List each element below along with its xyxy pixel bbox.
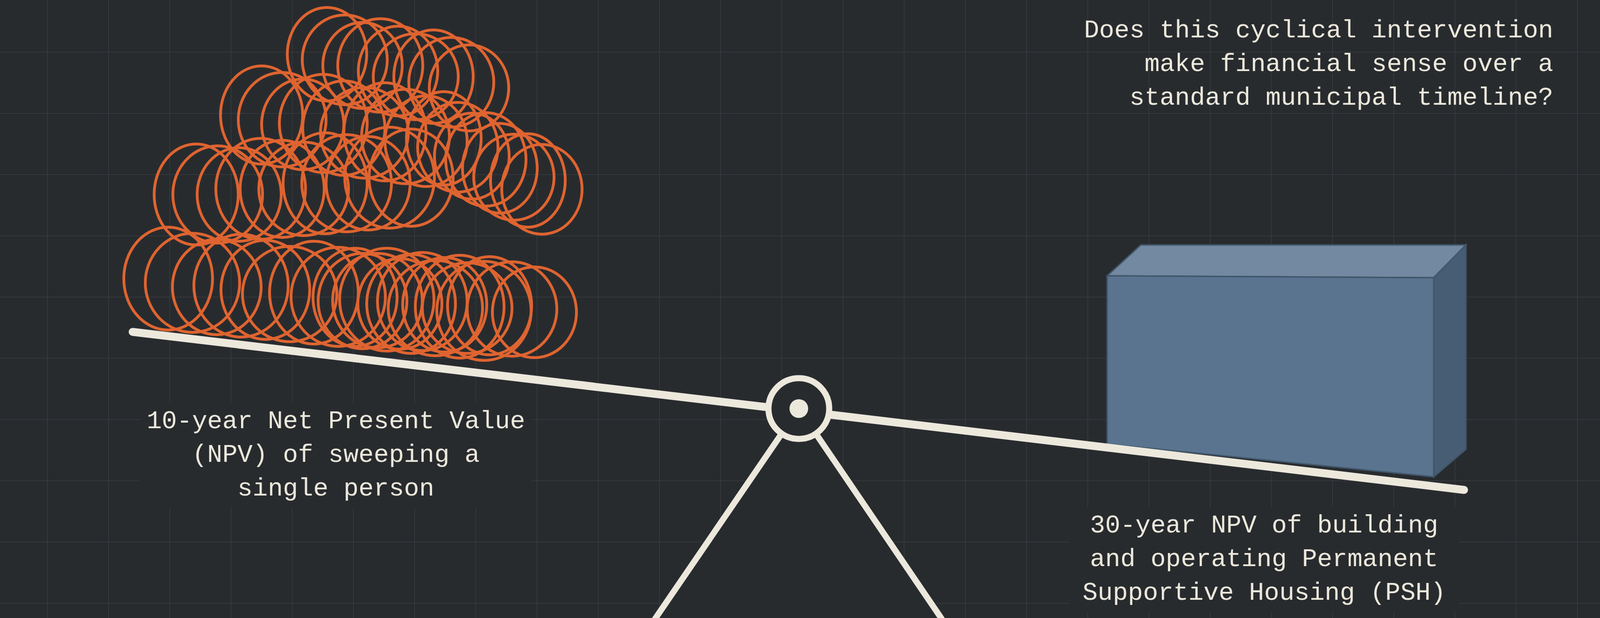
left-weight-label: 10-year Net Present Value (NPV) of sweep… [140, 402, 532, 508]
pivot-ring [768, 377, 830, 439]
housing-block [1107, 244, 1466, 477]
question-title: Does this cyclical intervention make fin… [1039, 14, 1554, 115]
right-weight-label: 30-year NPV of building and operating Pe… [1069, 506, 1459, 612]
coil-ring [492, 266, 577, 358]
coil-ring [402, 257, 487, 352]
coil-ring [357, 258, 442, 349]
coil-ring [467, 261, 557, 356]
coil-ring [220, 240, 310, 340]
coil-ring [322, 22, 403, 109]
coil-ring [358, 26, 438, 116]
coil-pile [123, 7, 583, 361]
coil-ring [473, 134, 555, 221]
coil-ring [501, 144, 583, 235]
pivot-dot [789, 398, 809, 418]
coil-ring [172, 239, 262, 335]
